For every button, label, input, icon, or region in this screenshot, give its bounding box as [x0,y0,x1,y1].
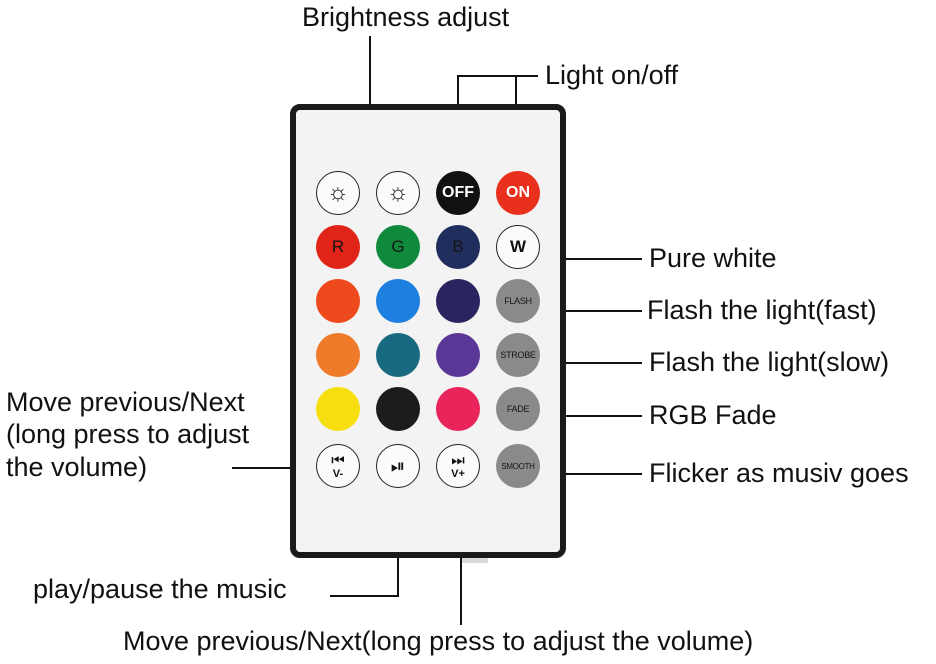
sun-dim-icon: ☼ [327,179,349,206]
flash-button[interactable]: FLASH [496,279,540,323]
black-button[interactable] [376,387,420,431]
skip-back-icon: ⏮ [331,451,345,469]
prev-next-left-label: Move previous/Next (long press to adjust… [6,387,250,482]
on-button[interactable]: ON [496,171,540,215]
fade-button-label: FADE [506,404,530,414]
brightness-down-button[interactable]: ☼ [316,171,360,215]
flash-slow-label: Flash the light(slow) [649,347,890,377]
on-button-label: ON [506,184,530,201]
brightness-up-button[interactable]: ☼ [376,171,420,215]
flash-button-label: FLASH [504,296,532,306]
flash-fast-label: Flash the light(fast) [647,295,877,325]
white-button-label: W [509,237,527,256]
brightness-adjust-label: Brightness adjust [302,2,510,32]
strobe-button-label: STROBE [500,350,536,360]
red-button-label: R [331,237,345,256]
volume-up-label: V+ [451,467,465,480]
yellow-button[interactable] [316,387,360,431]
rgb-fade-label: RGB Fade [649,400,777,430]
off-button-label: OFF [442,184,474,201]
play-pause-icon: ⏯ [390,456,406,476]
green-button-label: G [391,237,405,256]
orange-button[interactable] [316,333,360,377]
skip-forward-icon: ⏭ [451,451,465,469]
flicker-label: Flicker as musiv goes [649,458,909,488]
pure-white-label: Pure white [649,243,777,273]
smooth-button-label: SMOOTH [501,461,535,471]
volume-down-label: V- [332,467,344,480]
play-pause-label: play/pause the music [33,574,287,604]
light-blue-button[interactable] [376,279,420,323]
blue-button[interactable]: B [436,225,480,269]
smooth-button[interactable]: SMOOTH [496,444,540,488]
previous-volume-down-button[interactable]: ⏮ V- [316,444,360,488]
pink-button[interactable] [436,387,480,431]
strobe-button[interactable]: STROBE [496,333,540,377]
dark-purple-button[interactable] [436,279,480,323]
purple-button[interactable] [436,333,480,377]
remote-battery-tab [462,557,488,563]
sun-bright-icon: ☼ [387,179,409,206]
blue-button-label: B [452,237,464,256]
prev-next-bottom-label: Move previous/Next(long press to adjust … [123,626,754,656]
play-pause-button[interactable]: ⏯ [376,444,420,488]
off-button[interactable]: OFF [436,171,480,215]
white-button[interactable]: W [496,225,540,269]
teal-button[interactable] [376,333,420,377]
next-volume-up-button[interactable]: ⏭ V+ [436,444,480,488]
fade-button[interactable]: FADE [496,387,540,431]
green-button[interactable]: G [376,225,420,269]
orange-red-button[interactable] [316,279,360,323]
red-button[interactable]: R [316,225,360,269]
light-onoff-label: Light on/off [545,60,679,90]
